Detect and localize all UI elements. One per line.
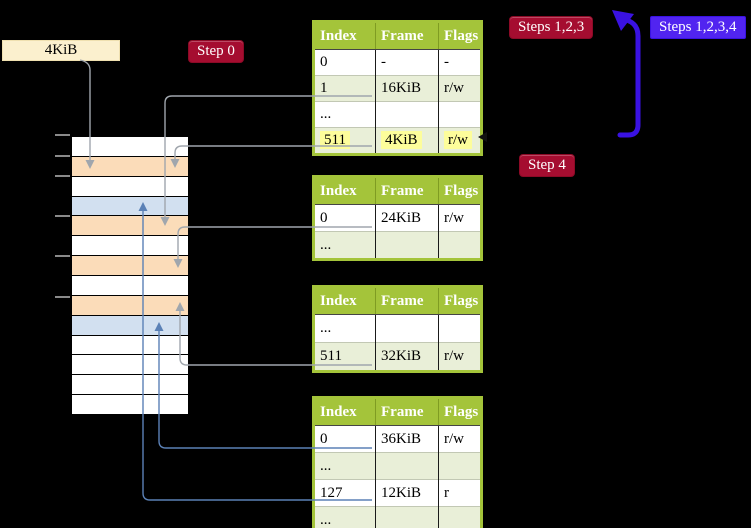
column-header: Flags	[438, 21, 482, 50]
column-header: Frame	[375, 176, 439, 205]
table-row: 0--	[313, 49, 482, 76]
memory-tick	[55, 296, 70, 298]
cell-frame	[375, 506, 439, 528]
column-header: Index	[313, 286, 376, 315]
cell-flags: r/w	[438, 425, 482, 453]
memory-frame-pagetable	[72, 156, 188, 177]
table-row: ...	[313, 101, 482, 128]
memory-frame-pagetable	[72, 256, 188, 277]
table-row: 511 4KiB r/w	[313, 127, 482, 155]
recursive-loop-arrow	[612, 10, 641, 138]
cell-flags: r/w	[438, 342, 482, 372]
cell-frame	[375, 231, 439, 260]
physical-memory-column	[70, 135, 190, 416]
memory-frame-empty	[72, 335, 188, 356]
cell-frame	[375, 452, 439, 480]
cell-index: 511	[313, 342, 376, 372]
cell-index: 511	[313, 127, 376, 155]
memory-frame-empty	[72, 276, 188, 296]
column-header: Frame	[375, 21, 439, 50]
memory-frame-pagetable	[72, 295, 188, 316]
column-header: Flags	[438, 176, 482, 205]
cell-index: 0	[313, 49, 376, 76]
memory-frame-data	[72, 196, 188, 217]
steps123-badge: Steps 1,2,3	[509, 16, 594, 39]
memory-tick	[55, 175, 70, 177]
column-header: Index	[313, 397, 376, 426]
cell-frame	[375, 314, 439, 343]
memory-frame-empty	[72, 176, 188, 197]
column-header: Index	[313, 21, 376, 50]
cell-index: ...	[313, 101, 376, 128]
cell-frame: 32KiB	[375, 342, 439, 372]
cell-flags	[438, 101, 482, 128]
memory-frame-empty	[72, 236, 188, 257]
memory-frame-empty	[72, 375, 188, 396]
cell-flags: r/w	[438, 75, 482, 102]
memory-frame-empty	[72, 395, 188, 415]
memory-frame-empty	[72, 137, 188, 157]
table-row: ...	[313, 314, 482, 343]
cell-index: ...	[313, 506, 376, 528]
highlighted-value: 511	[320, 131, 350, 149]
memory-frame-data	[72, 315, 188, 336]
cell-flags: r/w	[438, 204, 482, 232]
column-header: Frame	[375, 286, 439, 315]
cell-frame: 16KiB	[375, 75, 439, 102]
column-header: Flags	[438, 286, 482, 315]
cell-index: 0	[313, 425, 376, 453]
table-row: ...	[313, 452, 482, 480]
cell-flags: -	[438, 49, 482, 76]
cell-flags	[438, 231, 482, 260]
frame-size-label: 4KiB	[2, 40, 120, 61]
cell-frame: -	[375, 49, 439, 76]
highlighted-value: 4KiB	[381, 131, 422, 149]
cell-index: 1	[313, 75, 376, 102]
step0-badge: Step 0	[188, 40, 244, 63]
memory-frame-pagetable	[72, 216, 188, 237]
table-row: ...	[313, 231, 482, 260]
cell-frame: 24KiB	[375, 204, 439, 232]
memory-tick	[55, 155, 70, 157]
cell-index: ...	[313, 231, 376, 260]
cell-index: 0	[313, 204, 376, 232]
memory-tick	[55, 215, 70, 217]
highlighted-value: r/w	[444, 131, 472, 149]
memory-frame-empty	[72, 355, 188, 376]
cell-frame: 12KiB	[375, 479, 439, 507]
cell-frame	[375, 101, 439, 128]
cell-flags: r/w	[438, 127, 482, 155]
cell-index: 127	[313, 479, 376, 507]
column-header: Index	[313, 176, 376, 205]
cell-flags	[438, 452, 482, 480]
memory-tick	[55, 134, 70, 136]
cell-frame: 36KiB	[375, 425, 439, 453]
cell-flags: r	[438, 479, 482, 507]
cell-frame: 4KiB	[375, 127, 439, 155]
steps1234-badge: Steps 1,2,3,4	[650, 16, 746, 39]
cell-flags	[438, 314, 482, 343]
table-row: ...	[313, 506, 482, 528]
cell-flags	[438, 506, 482, 528]
column-header: Frame	[375, 397, 439, 426]
cell-index: ...	[313, 452, 376, 480]
cell-index: ...	[313, 314, 376, 343]
step4-badge: Step 4	[519, 154, 575, 177]
column-header: Flags	[438, 397, 482, 426]
memory-tick	[55, 255, 70, 257]
